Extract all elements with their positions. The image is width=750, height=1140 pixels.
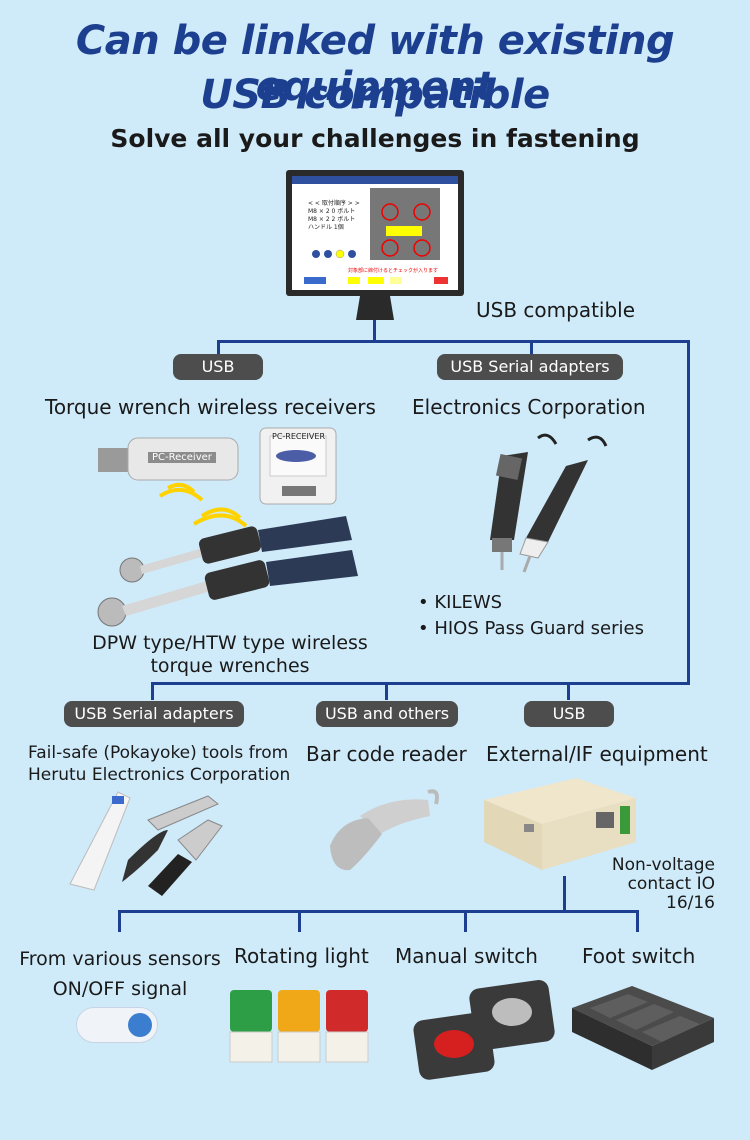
screwdriver-icon [69,791,131,891]
usb-serial-pill: USB Serial adapters [437,354,623,380]
barcode-reader-illustration [330,789,439,871]
connector [464,910,467,932]
barcode-reader-icon [330,789,439,871]
usb-others-pill: USB and others [316,701,458,727]
io-note-line: 16/16 [666,893,715,913]
connector [217,340,690,343]
connector [687,340,690,685]
page-subtitle: Solve all your challenges in fastening [110,124,640,153]
receiver-label: PC-Receiver [148,452,216,463]
electric-screwdrivers-illustration [490,433,608,573]
electronics-title: Electronics Corporation [412,395,646,419]
page-title: Can be linked with existing equipment [75,18,675,110]
pokayoke-title: Fail-safe (Pokayoke) tools from Herutu E… [28,742,290,786]
connector [636,910,639,932]
connector [567,682,570,700]
manual-switch-illustration [413,980,555,1080]
connector [385,682,388,700]
sensors-label-line: From various sensors [19,948,221,970]
screen-line: M8 × 2 2 ボルト [308,216,356,223]
io-note-line: Non-voltage [611,855,715,875]
toggle-knob-icon [128,1013,152,1037]
monitor-screen-text: < < 取付順序 > > M8 × 2 0 ボルト M8 × 2 2 ボルト ハ… [308,200,368,232]
screwdriver-icon [490,433,558,570]
green-light-icon [229,990,273,1063]
wrench-caption: DPW type/HTW type wireless torque wrench… [80,632,380,678]
barcode-title: Bar code reader [306,742,467,766]
monitor: < < 取付順序 > > M8 × 2 0 ボルト M8 × 2 2 ボルト ハ… [286,170,464,320]
torque-wrench-icon [119,516,352,583]
foot-switch-illustration [572,986,714,1070]
screen-line: ハンドル 1個 [308,224,344,231]
foot-switch-label: Foot switch [582,944,696,968]
pokayoke-title-line: Fail-safe (Pokayoke) tools from [28,743,289,763]
connector [298,910,301,932]
on-off-toggle [76,1007,158,1043]
external-if-box-illustration [484,778,636,870]
rotating-lights-illustration [229,990,369,1063]
monitor-icon [286,170,464,320]
foot-switch-icon [572,986,714,1070]
pokayoke-title-line: Herutu Electronics Corporation [28,765,291,785]
amber-light-icon [277,990,321,1063]
connector [151,682,154,700]
connector [530,340,533,356]
screwdriver-icon [519,435,608,573]
usb-serial-pill: USB Serial adapters [64,701,244,727]
selector-switch-icon [469,980,555,1050]
connector [151,682,690,685]
screen-line: M8 × 2 0 ボルト [308,208,356,215]
page-title-line2: USB compatible [200,72,550,118]
connector [217,340,220,356]
bullet-item: • KILEWS [418,592,503,613]
monitor-caption: USB compatible [476,298,636,322]
manual-switch-label: Manual switch [395,944,538,968]
electronics-bullets: • KILEWS • HIOS Pass Guard series [418,590,644,642]
connector [563,876,566,912]
io-box-icon [484,778,636,870]
screen-line: < < 取付順序 > > [308,200,360,207]
receivers-title: Torque wrench wireless receivers [45,395,376,419]
wrench-caption-line: torque wrenches [150,655,310,677]
wrench-caption-line: DPW type/HTW type wireless [92,632,368,654]
sensors-label-line: ON/OFF signal [52,978,188,1000]
pokayoke-tools-illustration [69,791,223,896]
receiver-box-label: PC-RECEIVER [272,432,325,441]
pliers-icon [122,795,223,896]
receiver-box-icon [259,427,337,505]
torque-wrench-icon [97,550,358,627]
io-note-line: contact IO [627,874,715,894]
red-light-icon [325,990,369,1063]
usb-pill: USB [173,354,263,380]
connector [118,910,639,913]
torque-wrench-receivers-illustration [97,427,358,627]
external-if-title: External/IF equipment [486,742,708,766]
usb-pill: USB [524,701,614,727]
screen-warning: 対象部に締付けるとチェックが入ります [348,268,439,274]
io-note: Non-voltage contact IO 16/16 [560,856,715,913]
connector [373,320,376,342]
sensors-label: From various sensors ON/OFF signal [10,944,230,1004]
bullet-item: • HIOS Pass Guard series [418,618,644,639]
rotating-light-label: Rotating light [234,944,369,968]
connector [118,910,121,932]
